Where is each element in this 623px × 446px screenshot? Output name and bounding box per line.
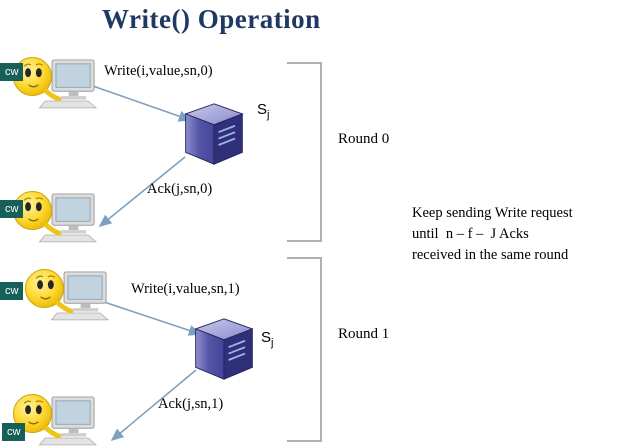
server-label-sub: j: [271, 337, 274, 349]
ack-arrow-round1: [110, 369, 197, 442]
server-icon: [194, 317, 254, 381]
round1-bracket: [287, 257, 322, 442]
slide-title: Write() Operation: [102, 4, 321, 34]
server-label-main: S: [257, 101, 268, 118]
client-badge: cw: [2, 423, 26, 441]
server-label-main: S: [261, 329, 272, 346]
server-label: Sj: [261, 329, 273, 349]
ack-arrow-round0: [98, 156, 186, 228]
write-arrow-round1: [97, 299, 202, 336]
write-arrow-round0: [89, 84, 192, 122]
message-write-round1: Write(i,value,sn,1): [131, 281, 240, 297]
round0-bracket: [287, 62, 322, 242]
server-icon: [184, 102, 244, 166]
note-block: Keep sending Write request until n – f –…: [412, 203, 573, 266]
message-ack-round0: Ack(j,sn,0): [147, 181, 213, 197]
note-line-1: Keep sending Write request: [412, 205, 573, 221]
message-ack-round1: Ack(j,sn,1): [158, 396, 224, 412]
round1-label: Round 1: [338, 326, 390, 342]
client-badge: cw: [0, 63, 24, 81]
note-line-2: until n – f – J Acks: [412, 226, 529, 242]
client-badge: cw: [0, 282, 24, 300]
server-label-sub: j: [267, 109, 270, 121]
client-badge: cw: [0, 200, 24, 218]
note-line-3: received in the same round: [412, 247, 569, 263]
server-label: Sj: [257, 101, 269, 121]
message-write-round0: Write(i,value,sn,0): [104, 63, 213, 79]
client-icon: [22, 262, 110, 321]
round0-label: Round 0: [338, 131, 390, 147]
